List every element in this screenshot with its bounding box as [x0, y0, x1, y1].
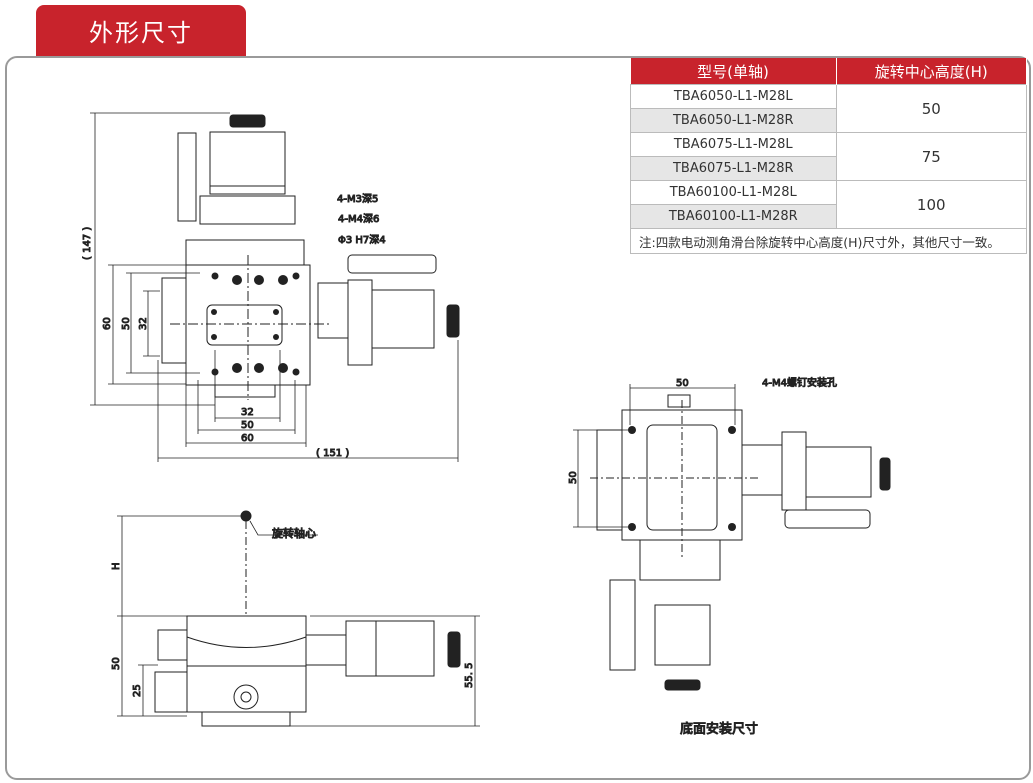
table-row: TBA6075-L1-M28R	[630, 156, 1027, 181]
top-dimensions	[90, 112, 459, 462]
height-cell: 75	[835, 132, 1027, 181]
bottom-dimensions	[573, 384, 736, 528]
dim-v50: 50	[121, 317, 132, 330]
side-view	[154, 510, 461, 727]
drawing-panel	[5, 56, 1031, 780]
mounting-hole-label: 4-M4螺钉安装孔	[762, 376, 837, 389]
dim-H: H	[111, 562, 122, 570]
table-row: TBA60100-L1-M28R	[630, 204, 1027, 229]
table-note: 注:四款电动测角滑台除旋转中心高度(H)尺寸外，其他尺寸一致。	[630, 228, 1027, 254]
dim-overall-width: ( 151 )	[316, 448, 349, 459]
dim-h50: 50	[241, 420, 254, 431]
table-header-row: 型号(单轴) 旋转中心高度(H)	[630, 58, 1027, 85]
dim-bottom-v50: 50	[568, 471, 579, 484]
rotation-axis-label: 旋转轴心	[272, 526, 316, 540]
note-m4: 4-M4深6	[338, 213, 379, 225]
table-note-row: 注:四款电动测角滑台除旋转中心高度(H)尺寸外，其他尺寸一致。	[630, 228, 1027, 254]
dim-bottom-h50: 50	[676, 378, 689, 389]
note-pin-hole: Φ3 H7深4	[338, 234, 386, 246]
dim-side-v25: 25	[132, 684, 143, 697]
dim-h60: 60	[241, 433, 254, 444]
model-cell: TBA6050-L1-M28R	[630, 108, 837, 133]
model-cell: TBA6050-L1-M28L	[630, 84, 837, 109]
dim-side-v55-5: 55. 5	[464, 663, 475, 688]
dim-h32: 32	[241, 407, 254, 418]
bottom-view	[590, 394, 891, 691]
rotation-axis-icon	[240, 510, 252, 522]
table-row: TBA6050-L1-M28R	[630, 108, 1027, 133]
height-cell: 50	[835, 84, 1027, 133]
dim-overall-height: ( 147 )	[82, 227, 93, 260]
side-dimensions	[117, 515, 480, 727]
dim-side-v50: 50	[111, 657, 122, 670]
dim-v60: 60	[102, 317, 113, 330]
bottom-view-caption: 底面安装尺寸	[680, 721, 758, 737]
model-cell: TBA6075-L1-M28R	[630, 156, 837, 181]
model-cell: TBA6075-L1-M28L	[630, 132, 837, 157]
header-height: 旋转中心高度(H)	[836, 58, 1027, 85]
model-cell: TBA60100-L1-M28R	[630, 204, 837, 229]
header-model: 型号(单轴)	[630, 58, 837, 85]
section-title-tab: 外形尺寸	[36, 5, 246, 56]
dim-v32: 32	[138, 317, 149, 330]
note-m3: 4-M3深5	[337, 193, 378, 205]
height-cell: 100	[835, 180, 1027, 229]
top-view	[161, 114, 460, 400]
